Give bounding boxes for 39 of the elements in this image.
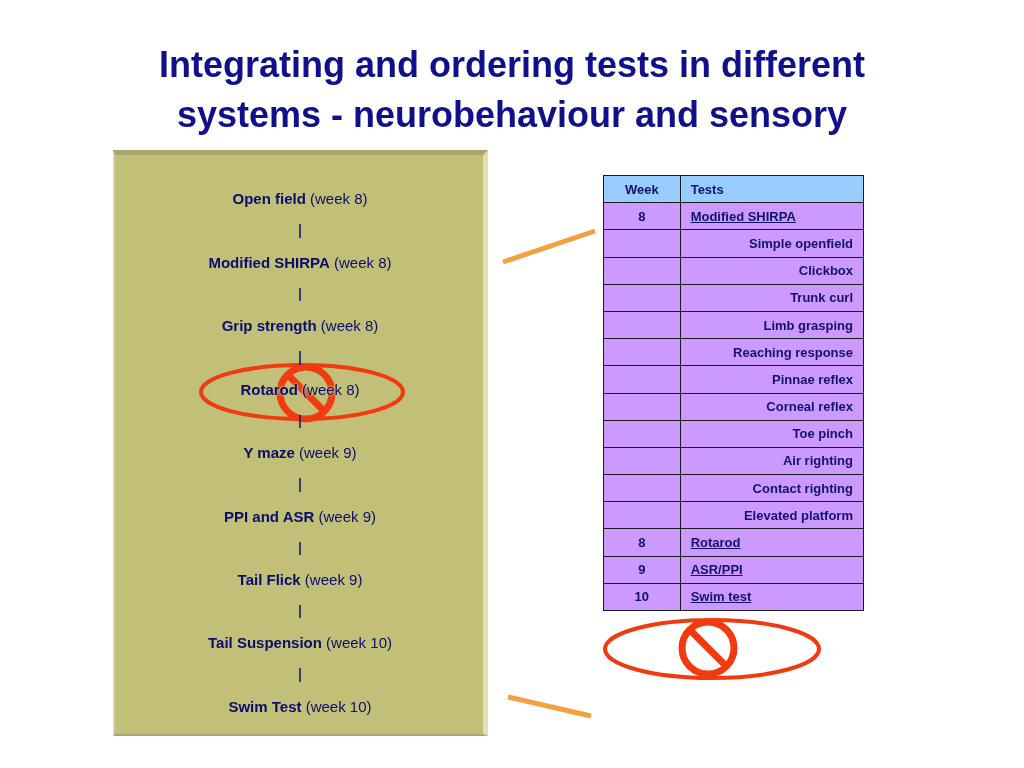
test-step: Y maze (week 9) [240,428,360,478]
test-link: ASR/PPI [680,556,864,584]
column-header: Tests [680,175,864,203]
test-link: Swim test [680,583,864,611]
test-name: Pinnae reflex [680,365,864,393]
test-name: Simple openfield [680,229,864,258]
connector-line [299,414,301,429]
test-name: Contact righting [680,474,864,502]
week-number: 10 [603,583,681,611]
week-number: 9 [603,556,681,584]
week-number: 8 [603,202,681,230]
test-step: Tail Flick (week 9) [234,555,366,605]
connector-line [299,287,301,302]
slide-title: Integrating and ordering tests in different systems - neurobehaviour and sensory [157,43,866,137]
connector-line [299,667,301,683]
connector-line [299,223,301,239]
test-link: Rotarod [680,528,864,557]
test-step: Open field (week 8) [229,174,371,224]
connector-line [299,477,301,493]
test-step: Modified SHIRPA (week 8) [205,238,395,288]
test-name: Air righting [680,447,864,475]
test-step: Grip strength (week 8) [218,301,382,351]
test-name: Clickbox [680,257,864,285]
test-name: Limb grasping [680,311,864,339]
week-number: 8 [603,528,681,557]
test-name: Elevated platform [680,501,864,529]
test-name: Reaching response [680,338,864,366]
connector-line [299,604,301,619]
connector-line [299,541,301,556]
test-step: PPI and ASR (week 9) [221,492,379,542]
test-panel [113,150,488,736]
test-name: Trunk curl [680,284,864,312]
column-header: Week [603,175,681,203]
connector-line [299,350,301,366]
test-name: Corneal reflex [680,393,864,421]
test-step: Swim Test (week 10) [225,682,375,732]
test-step: Tail Suspension (week 10) [205,618,395,668]
test-name: Toe pinch [680,420,864,448]
test-link: Modified SHIRPA [680,202,864,230]
